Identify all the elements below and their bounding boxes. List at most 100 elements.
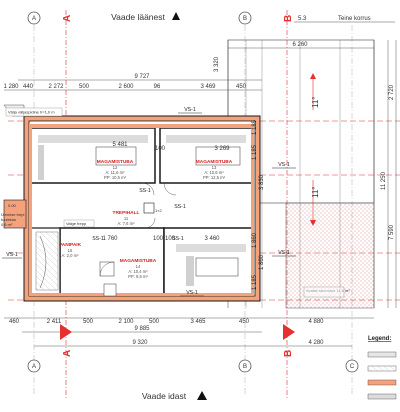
dim-100-a: 100	[155, 146, 166, 152]
section-a-letter: A	[62, 15, 73, 22]
dim-4880: 4 880	[308, 319, 324, 325]
dim-3469: 3 469	[200, 84, 216, 90]
window-badge: 1×2	[155, 208, 163, 213]
section-marker-b-top: B	[283, 15, 294, 22]
section-ss1-b: SS-1	[174, 204, 186, 210]
room-13-pp: PP: 12,5 m²	[203, 175, 226, 180]
axis-bubble-a-top: A	[27, 11, 41, 25]
section-b-letter-bottom: B	[283, 350, 294, 357]
section-ref-label: Teine korrus	[338, 16, 371, 22]
dim-96: 96	[154, 84, 161, 90]
dim-500-a: 500	[83, 319, 94, 325]
room-15-name: PANIPAIK	[59, 242, 82, 248]
left-code: 0.00	[8, 203, 17, 208]
dim-3320: 3 320	[214, 56, 220, 72]
axis-bubble-a-bottom: A	[27, 359, 41, 373]
slope-arrow-down-icon	[310, 220, 316, 226]
dim-1185-c: 1 185	[252, 274, 258, 290]
section-vs1-top: VS-1	[184, 107, 196, 113]
room-11-label: TREPIHALL 11 A: 7,6 m²	[113, 210, 140, 226]
legend-swatch-4	[367, 393, 397, 400]
inner-dimensions: 3 830 1 860 1 185 1 185 5 481 100 3 269 …	[102, 119, 265, 290]
axis-a-label: A	[32, 16, 36, 22]
building-walls	[23, 115, 261, 302]
room-12-label: MAGAMISTUBA 12 A: 11,6 m² PP: 10,5 m²	[97, 159, 134, 180]
axis-b-label-bottom: B	[243, 364, 247, 370]
room-15-label: PANIPAIK 15 A: 2,0 m²	[59, 242, 82, 258]
section-ss1-a: SS-1	[139, 188, 151, 194]
view-east-label: Vaade idast	[142, 391, 187, 401]
section-a-letter-bottom: A	[62, 350, 73, 357]
room-11-area: A: 7,6 m²	[118, 221, 136, 226]
room-11-name: TREPIHALL	[113, 210, 140, 216]
note-top-left: Välja väljaspidine h=1,0 m	[8, 110, 55, 115]
dim-450-top: 450	[236, 84, 247, 90]
section-ref-number: 5.3	[298, 16, 307, 22]
dim-1185-a: 1 185	[252, 119, 258, 135]
dim-3269: 3 269	[214, 146, 230, 152]
dim-500-b: 500	[149, 319, 160, 325]
legend-swatch-1	[367, 351, 397, 358]
room-13-label: MAGAMISTUBA 13 A: 10,6 m² PP: 12,5 m²	[196, 159, 233, 180]
note-left: Ülemise trepi	[1, 212, 24, 217]
dim-9727: 9 727	[134, 74, 150, 80]
room-14-label: MAGAMISTUBA 14 A: 10,4 m² PP: 9,5 m²	[120, 258, 157, 279]
section-vs1-right-b: VS-1	[278, 250, 290, 256]
dim-1280: 1 280	[3, 84, 19, 90]
legend-swatch-3	[367, 379, 397, 386]
left-protrusion	[3, 104, 27, 229]
view-west-label: Vaade läänest	[111, 12, 165, 22]
room-15-area: A: 2,0 m²	[62, 253, 80, 258]
dim-500-top: 500	[79, 84, 90, 90]
dim-4280: 4 280	[308, 340, 324, 346]
axis-bubble-b-bottom: B	[238, 359, 252, 373]
bed-room-12	[95, 146, 137, 166]
section-b-letter: B	[283, 15, 294, 22]
bottom-dimensions: 460 2 411 500 2 100 500 3 465 450 4 880 …	[4, 317, 374, 347]
top-dimensions: 6 260 9 727 1 280 440 2 272 500 2 600 96…	[3, 42, 374, 91]
dim-1860-b: 1 860	[252, 232, 258, 248]
dim-2411: 2 411	[47, 319, 62, 325]
room-13-number: 13	[212, 165, 217, 170]
axis-bubble-c-bottom: C	[345, 359, 359, 373]
section-vs1-bottom: VS-1	[186, 290, 198, 296]
slope-arrow-up-icon	[310, 73, 316, 79]
dim-9320: 9 320	[132, 340, 148, 346]
axis-bubble-b-top: B	[238, 11, 252, 25]
dim-9885: 9 885	[134, 326, 150, 332]
slope-bottom-label: 11°	[311, 186, 320, 198]
section-ss1-c: SS-1	[92, 236, 104, 242]
dim-460: 460	[9, 319, 20, 325]
axis-c-label-bottom: C	[350, 364, 355, 370]
dim-3460: 3 460	[204, 236, 220, 242]
section-ss1-d: SS-1	[172, 236, 184, 242]
room-13-name: MAGAMISTUBA	[196, 159, 233, 165]
room-12-number: 12	[113, 165, 118, 170]
note-left-b: tuulekas	[1, 217, 16, 222]
section-markers: VS-1 VS-1 SS-1 SS-1 SS-1 SS-1 VS-1 VS-1 …	[2, 107, 296, 297]
axis-a-label-bottom: A	[32, 364, 36, 370]
section-vs1-left: VS-1	[6, 252, 18, 258]
section-vs1-right: VS-1	[278, 162, 290, 168]
legend: Legend:	[367, 336, 397, 400]
dim-2600: 2 600	[118, 84, 134, 90]
dim-2272: 2 272	[48, 84, 64, 90]
room-14-number: 14	[136, 264, 141, 269]
dim-440: 440	[23, 84, 34, 90]
room-15-number: 15	[68, 248, 73, 253]
room-12-area: A: 11,6 m²	[105, 170, 125, 175]
dim-100-b: 100	[153, 236, 164, 242]
dim-11250: 11 250	[381, 171, 387, 190]
legend-title: Legend:	[368, 336, 391, 342]
room-14-name: MAGAMISTUBA	[120, 258, 157, 264]
dim-1760: 1 760	[102, 236, 118, 242]
axis-b-label: B	[243, 16, 247, 22]
room-12-pp: PP: 10,5 m²	[104, 175, 127, 180]
room-14-pp: PP: 9,5 m²	[128, 274, 148, 279]
dim-3465: 3 465	[190, 319, 206, 325]
room-13-area: A: 10,6 m²	[204, 170, 224, 175]
room-14-area: A: 10,4 m²	[128, 269, 148, 274]
dim-450-bottom: 450	[239, 319, 250, 325]
dim-7590: 7 590	[389, 224, 395, 240]
